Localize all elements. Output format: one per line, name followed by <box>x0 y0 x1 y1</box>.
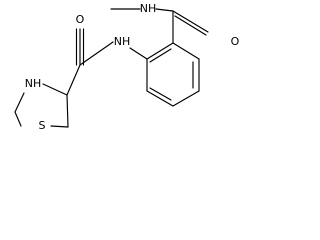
bond-left-amide-c-n <box>79 41 114 66</box>
bond-ring-c2-s1 <box>14 111 22 127</box>
molecule-structure: O NH NH S O NH <box>14 2 240 132</box>
atom-label-amide-nh-left: NH <box>114 35 131 48</box>
bond-ring-n3-c2 <box>14 92 25 113</box>
bond-ring-c4-n3 <box>42 83 68 96</box>
bond-ring-s1-c5 <box>50 125 69 128</box>
bond-ring-c5-c4 <box>66 94 69 128</box>
bond-right-carbonyl-double <box>174 15 207 36</box>
atom-label-ring-nh: NH <box>25 77 42 90</box>
atom-label-ring-s: S <box>39 119 46 132</box>
bond-benzene-bottom-right <box>172 90 200 107</box>
bond-right-carbonyl-single <box>172 10 209 33</box>
bond-benzene-top-right <box>172 42 200 60</box>
bond-ring-c4-amide-c <box>66 64 81 96</box>
bond-benzene-inner-lower <box>149 87 172 101</box>
atom-label-amide-o-right: O <box>231 35 240 48</box>
atom-label-amide-nh-right: NH <box>140 2 157 15</box>
bond-right-amide-c-n <box>155 8 174 12</box>
bond-benzene-inner-upper <box>149 48 172 63</box>
bond-left-amide-n-aryl <box>129 47 148 60</box>
bond-benzene-bottom-left <box>146 90 174 107</box>
structure-diagram: O NH NH S O NH <box>0 0 245 150</box>
bond-benzene-top-left <box>146 42 174 60</box>
atom-label-amide-o-left: O <box>76 13 85 26</box>
